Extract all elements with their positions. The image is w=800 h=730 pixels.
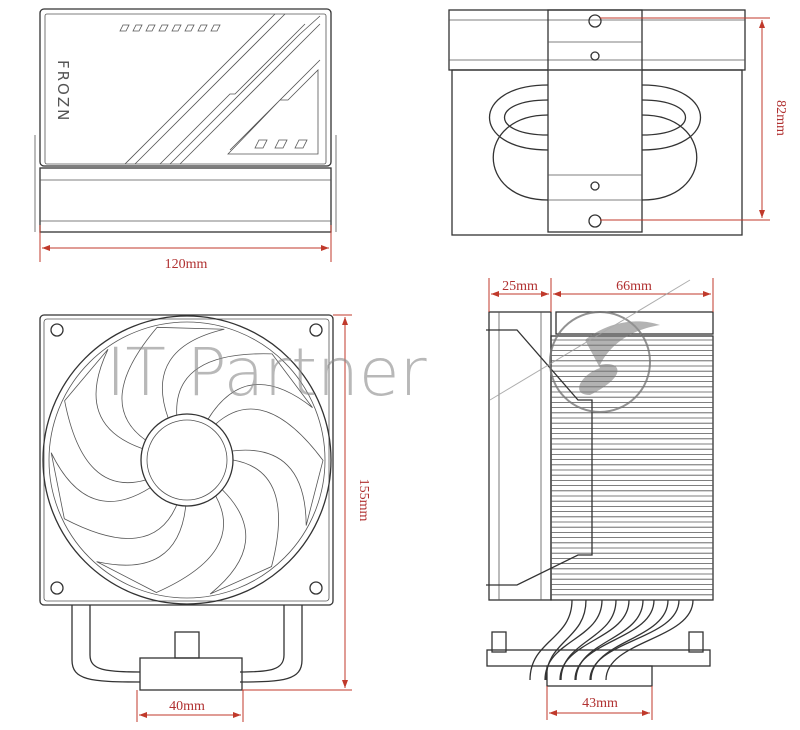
heatpipe bbox=[559, 599, 644, 681]
height-dimension-label: 82mm bbox=[773, 100, 788, 136]
fan-blade bbox=[176, 353, 313, 420]
vent-slot bbox=[171, 24, 182, 32]
fin-stack-top bbox=[451, 69, 743, 236]
fan-blade bbox=[50, 452, 178, 539]
heatpipe bbox=[574, 599, 669, 681]
heatsink-fins bbox=[551, 339, 713, 596]
top-view-side: 82mm bbox=[448, 9, 788, 236]
fan-depth-dimension-label: 25mm bbox=[502, 279, 538, 294]
screw-icon bbox=[588, 214, 602, 228]
screw-icon bbox=[590, 51, 600, 61]
heatpipes-side bbox=[529, 599, 694, 681]
screw-icon bbox=[309, 581, 323, 595]
fan-hub bbox=[140, 413, 234, 507]
fan-blade bbox=[64, 349, 146, 484]
heatpipe bbox=[589, 599, 694, 681]
fan-blades bbox=[50, 326, 324, 595]
cpu-base-plate bbox=[139, 657, 243, 691]
fan-side bbox=[488, 311, 552, 601]
base-dimension-label: 40mm bbox=[169, 699, 205, 714]
spring-screw bbox=[688, 631, 704, 653]
vent-slot bbox=[197, 24, 208, 32]
vent-slot bbox=[132, 24, 143, 32]
screw-icon bbox=[309, 323, 323, 337]
spring-screw bbox=[174, 631, 200, 659]
heatpipes-front bbox=[71, 605, 303, 683]
fan-blade bbox=[121, 326, 225, 441]
vent-slot bbox=[145, 24, 156, 32]
vent-slot bbox=[294, 139, 308, 149]
top-cover bbox=[39, 8, 332, 167]
screw-icon bbox=[50, 581, 64, 595]
watermark-logo-icon bbox=[549, 311, 651, 413]
watermark: IT Partner bbox=[106, 279, 691, 413]
brand-logo: FROZN bbox=[54, 60, 72, 122]
fan-ring bbox=[42, 315, 332, 605]
fan-blade bbox=[96, 495, 224, 593]
vent-slot bbox=[184, 24, 195, 32]
heatsink-depth-dimension-label: 66mm bbox=[616, 279, 652, 294]
fan-frame bbox=[39, 314, 334, 606]
heatpipe bbox=[544, 599, 617, 681]
front-view: 155mm 40mm bbox=[39, 314, 371, 722]
width-dimension-label: 120mm bbox=[165, 257, 208, 272]
watermark-text: IT Partner bbox=[106, 334, 427, 411]
side-view: 25mm 66mm 43mm bbox=[486, 278, 714, 720]
vent-slot bbox=[210, 24, 221, 32]
screw-icon bbox=[588, 14, 602, 28]
vent-slot bbox=[158, 24, 169, 32]
vent-slot bbox=[274, 139, 288, 149]
screw-icon bbox=[50, 323, 64, 337]
height-dimension-label: 155mm bbox=[356, 479, 371, 522]
vent-slot bbox=[119, 24, 130, 32]
heatpipes-top bbox=[489, 84, 701, 201]
top-view-front: FROZN 120mm bbox=[34, 8, 337, 272]
mounting-bar bbox=[547, 9, 643, 233]
heatsink-base-front bbox=[39, 167, 332, 233]
spring-screw bbox=[491, 631, 507, 653]
vent-slots bbox=[119, 24, 221, 32]
screw-icon bbox=[590, 181, 600, 191]
base-dimension-label: 43mm bbox=[582, 696, 618, 711]
cpu-base-side bbox=[546, 665, 653, 687]
fin-stack bbox=[550, 335, 714, 601]
top-plate-side bbox=[555, 311, 714, 335]
mounting-plate bbox=[486, 649, 711, 667]
vent-slot bbox=[254, 139, 268, 149]
top-plate bbox=[448, 9, 746, 71]
vent-slots-small bbox=[254, 139, 308, 149]
fan-clip bbox=[486, 329, 593, 586]
fan-blade bbox=[215, 408, 324, 526]
fan-blade bbox=[209, 459, 279, 595]
cover-stripes bbox=[124, 13, 321, 165]
